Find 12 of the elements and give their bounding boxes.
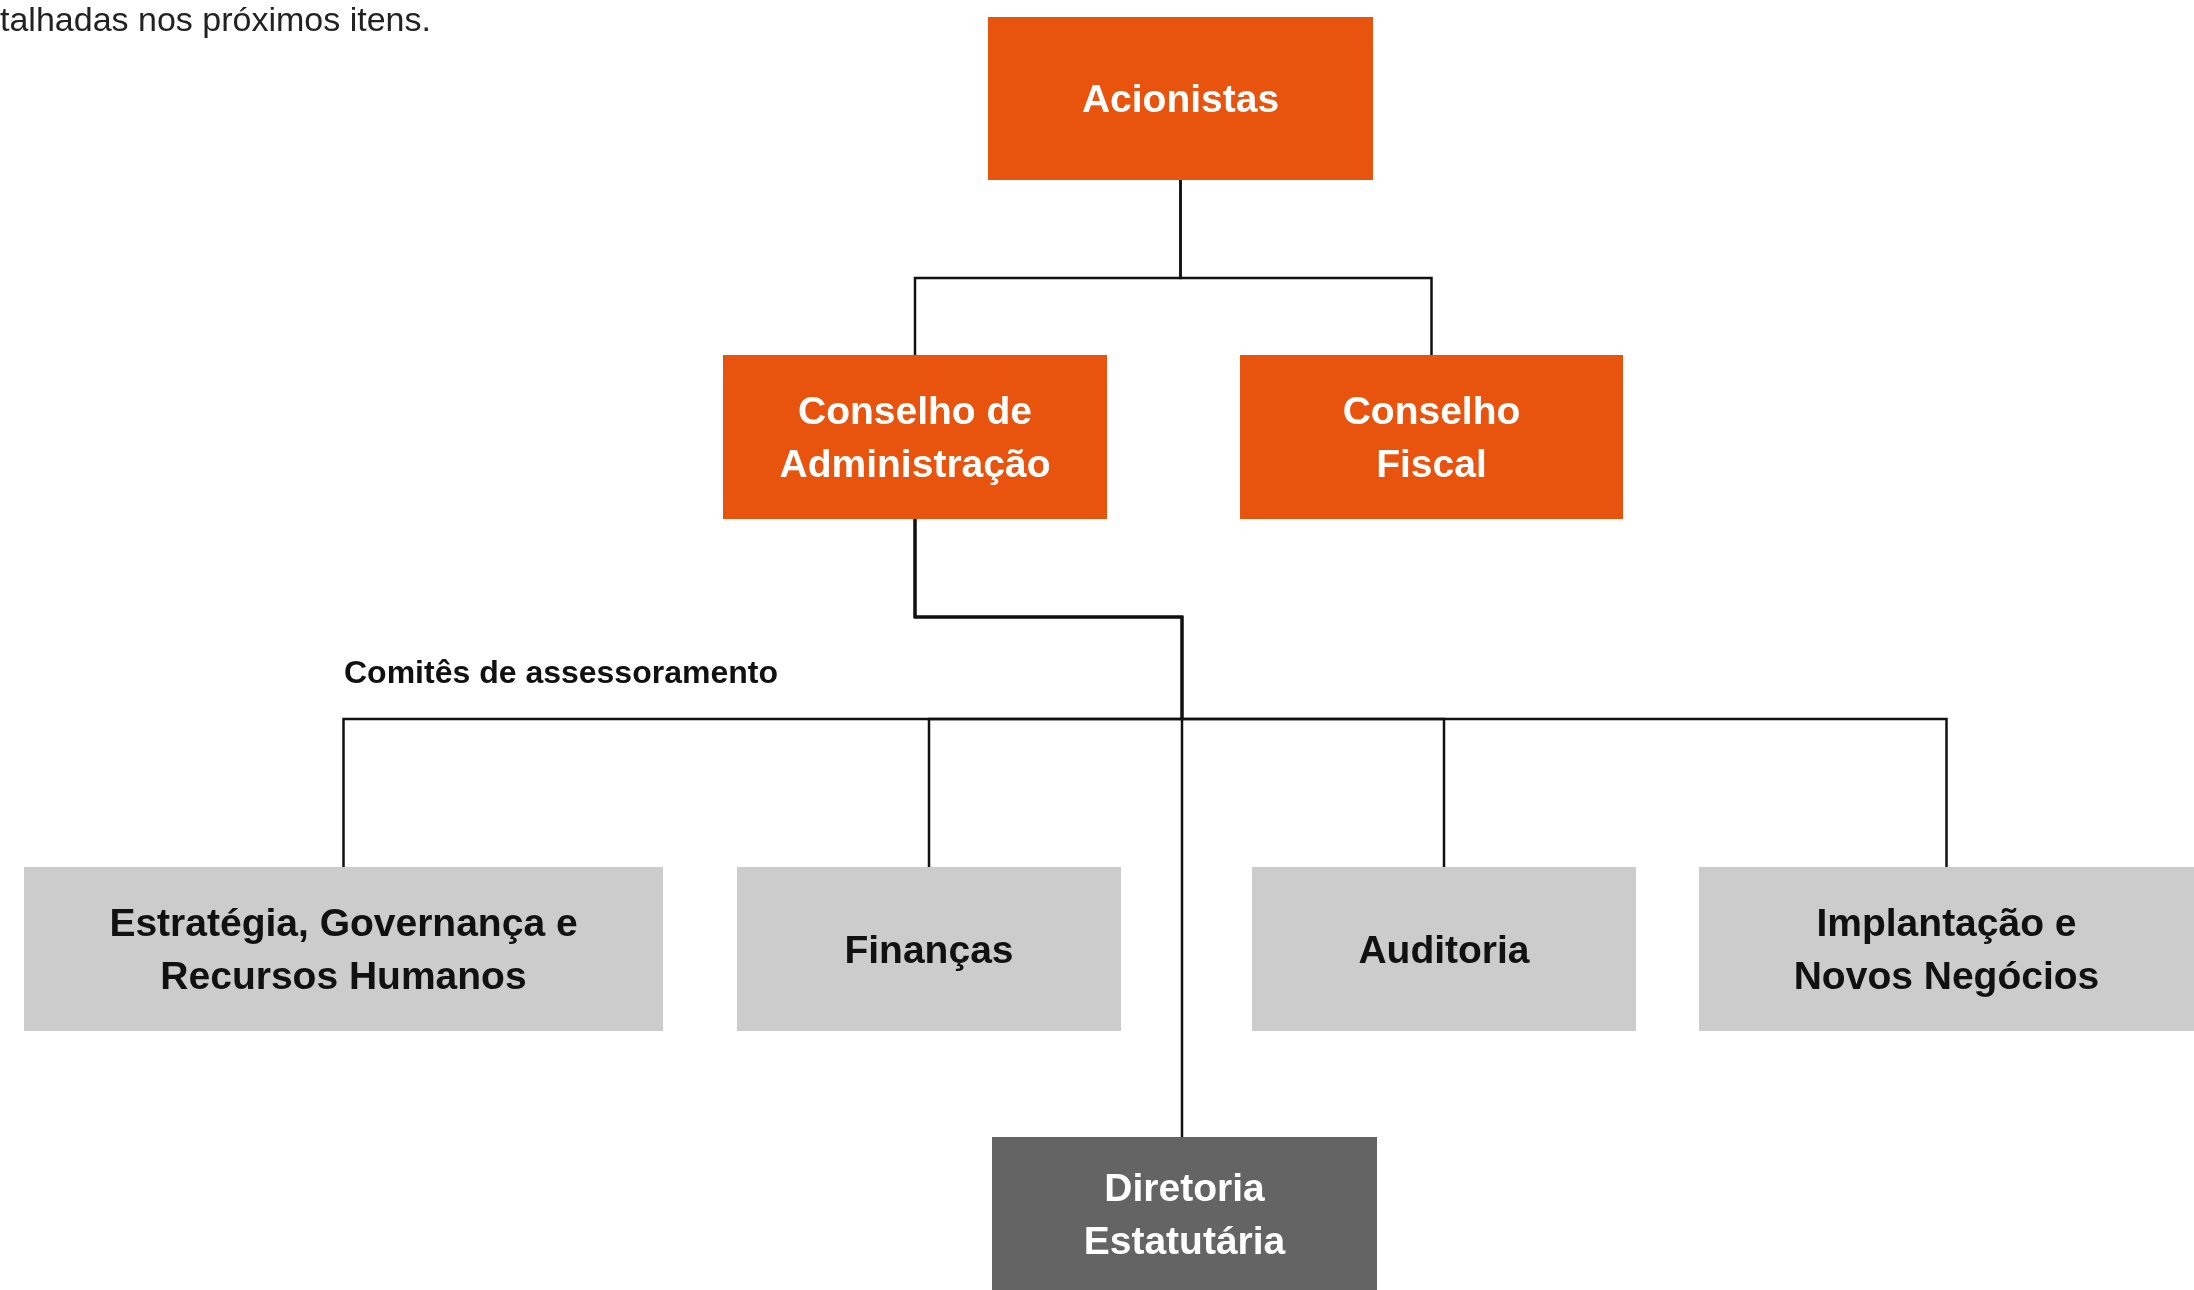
connector-line	[1179, 180, 1433, 355]
committee-box: Estratégia, Governança e Recursos Humanos	[24, 867, 663, 1031]
group-label: Comitês de assessoramento	[344, 653, 778, 692]
committee-box: Implantação e Novos Negócios	[1699, 867, 2194, 1031]
org-box: Conselho Fiscal	[1240, 355, 1623, 519]
connector-line	[913, 519, 1184, 1137]
org-box: Conselho de Administração	[723, 355, 1107, 519]
intro-text: talhadas nos próximos itens.	[0, 0, 431, 38]
org-box: Acionistas	[988, 17, 1373, 180]
executive-box: Diretoria Estatutária	[992, 1137, 1377, 1290]
committee-box: Finanças	[737, 867, 1121, 1031]
committee-box: Auditoria	[1252, 867, 1636, 1031]
